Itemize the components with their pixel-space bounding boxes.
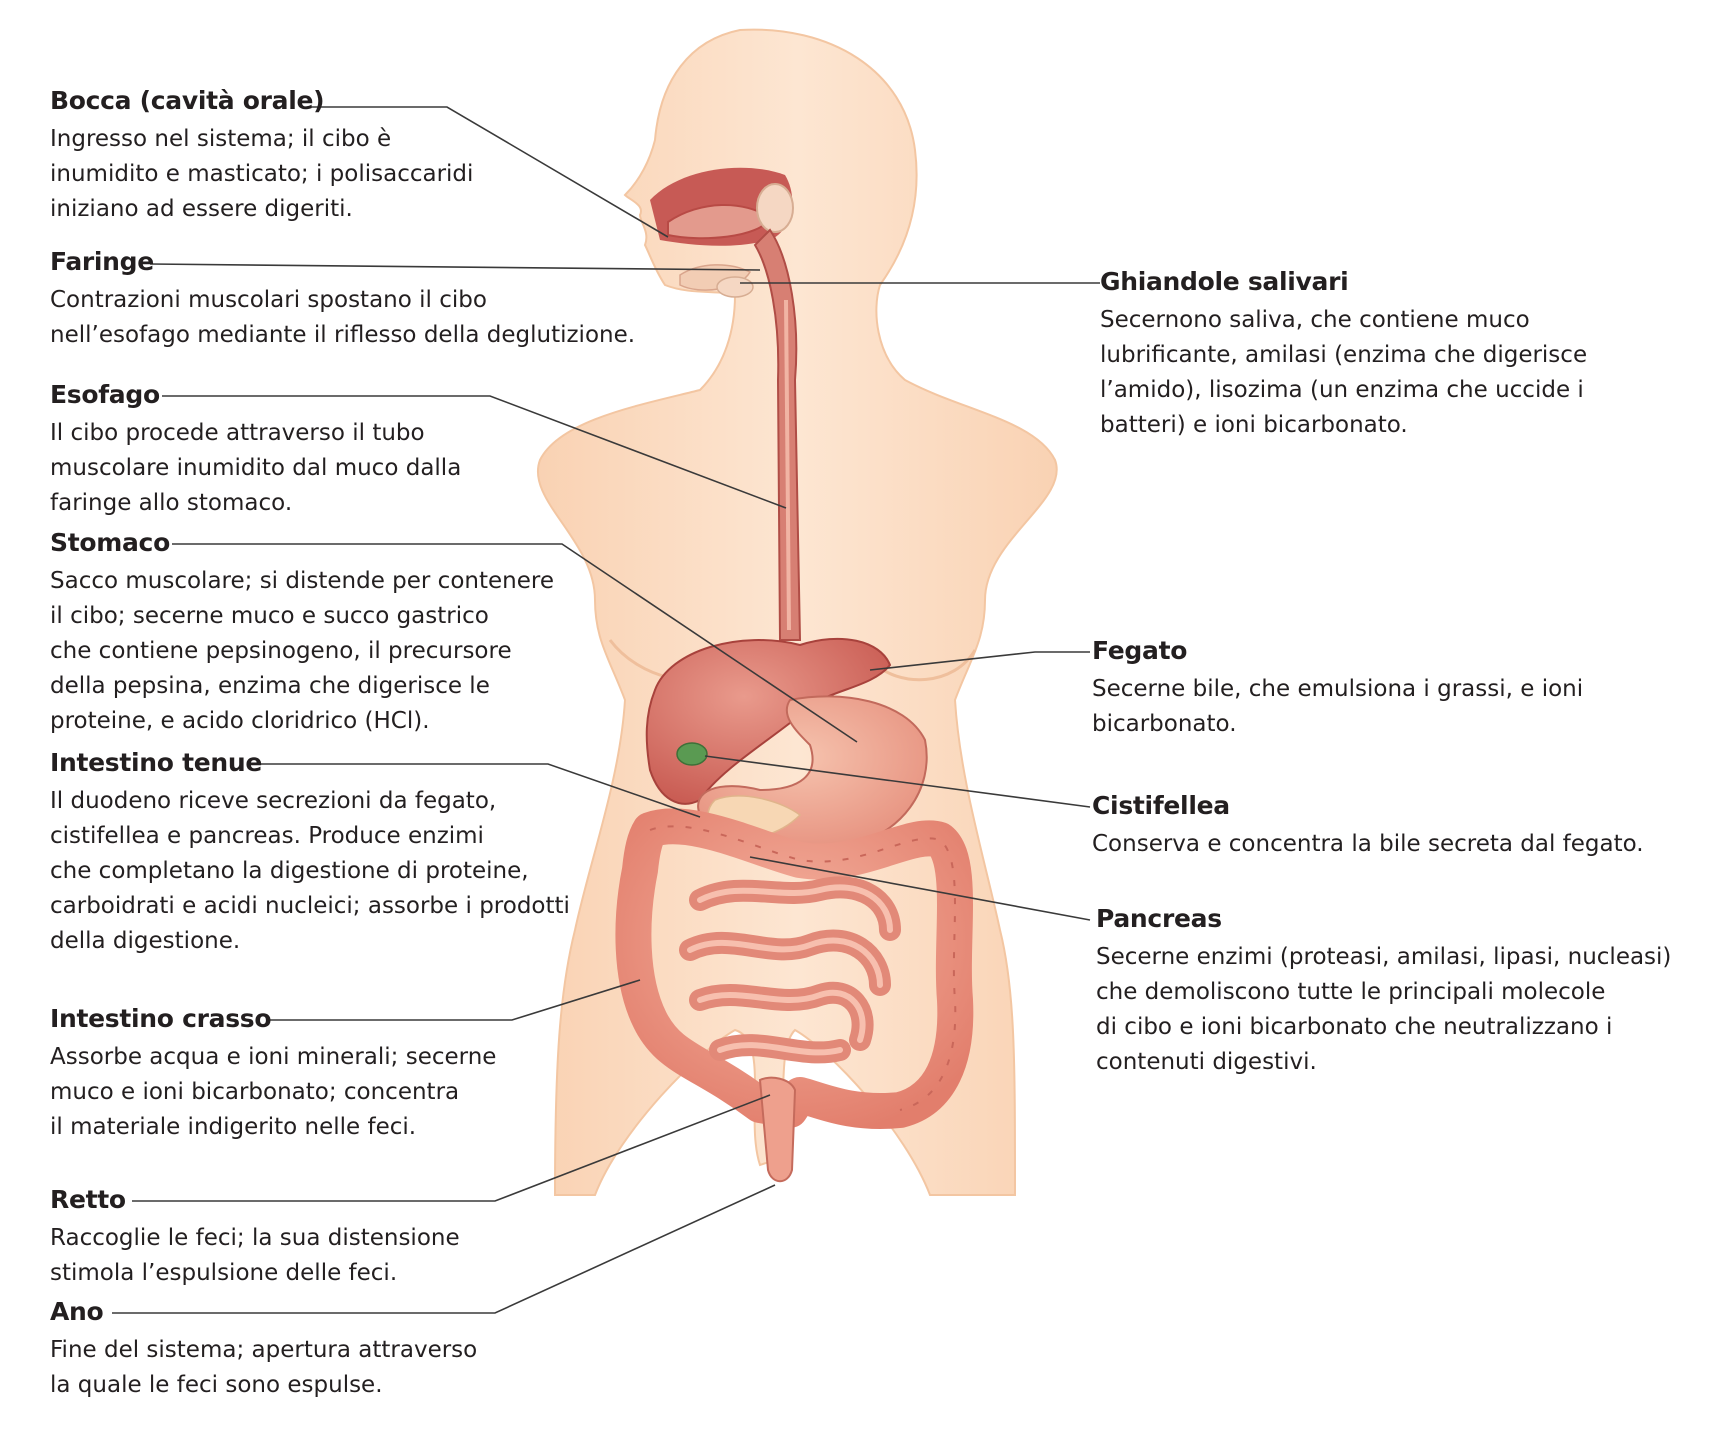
label-pancreas: Pancreas Secerne enzimi (proteasi, amila… bbox=[1096, 904, 1671, 1080]
oral-cavity bbox=[650, 167, 794, 298]
label-title: Intestino crasso bbox=[50, 1004, 272, 1033]
label-title: Fegato bbox=[1092, 636, 1188, 665]
leader-lines bbox=[112, 106, 1100, 1314]
label-title: Intestino tenue bbox=[50, 748, 263, 777]
rectum bbox=[758, 1076, 797, 1183]
label-title: Retto bbox=[50, 1185, 126, 1214]
leader-line-ano bbox=[112, 1184, 776, 1314]
label-title: Stomaco bbox=[50, 528, 170, 557]
label-description: Il cibo procede attraverso il tubo musco… bbox=[50, 420, 462, 516]
label-title: Pancreas bbox=[1096, 904, 1222, 933]
label-intestino-tenue: Intestino tenue Il duodeno riceve secrez… bbox=[50, 748, 570, 959]
label-description: Conserva e concentra la bile secreta dal… bbox=[1092, 831, 1644, 857]
label-description: Raccoglie le feci; la sua distensione st… bbox=[50, 1225, 460, 1286]
leader-line-stomaco bbox=[172, 543, 858, 743]
label-description: Sacco muscolare; si distende per contene… bbox=[50, 568, 554, 734]
label-bocca: Bocca (cavità orale) Ingresso nel sistem… bbox=[50, 86, 473, 227]
label-description: Secerne bile, che emulsiona i grassi, e … bbox=[1092, 676, 1584, 737]
label-ghiandole-salivari: Ghiandole salivari Secernono saliva, che… bbox=[1100, 267, 1587, 443]
leader-line-pancreas bbox=[749, 856, 1091, 921]
label-description: Contrazioni muscolari spostano il cibo n… bbox=[50, 287, 636, 348]
leader-line-intestino-tenue bbox=[257, 763, 701, 818]
label-title: Ano bbox=[50, 1297, 104, 1326]
label-title: Cistifellea bbox=[1092, 791, 1230, 820]
leader-line-intestino-crasso bbox=[267, 979, 641, 1021]
label-description: Il duodeno riceve secrezioni da fegato, … bbox=[50, 788, 570, 954]
esophagus bbox=[753, 228, 802, 641]
label-intestino-crasso: Intestino crasso Assorbe acqua e ioni mi… bbox=[50, 1004, 496, 1145]
label-title: Esofago bbox=[50, 380, 160, 409]
label-retto: Retto Raccoglie le feci; la sua distensi… bbox=[50, 1185, 460, 1291]
leader-line-faringe bbox=[149, 263, 761, 271]
label-description: Secerne enzimi (proteasi, amilasi, lipas… bbox=[1096, 944, 1672, 1075]
label-cistifellea: Cistifellea Conserva e concentra la bile… bbox=[1092, 791, 1644, 862]
gallbladder bbox=[676, 742, 708, 766]
label-ano: Ano Fine del sistema; apertura attravers… bbox=[50, 1297, 477, 1403]
leader-line-esofago bbox=[162, 395, 787, 509]
label-description: Fine del sistema; apertura attraverso la… bbox=[50, 1337, 478, 1398]
label-description: Assorbe acqua e ioni minerali; secerne m… bbox=[50, 1044, 497, 1140]
label-esofago: Esofago Il cibo procede attraverso il tu… bbox=[50, 380, 461, 521]
parotid-gland bbox=[756, 183, 794, 233]
leader-line-retto bbox=[132, 1094, 771, 1202]
leader-line-bocca bbox=[308, 106, 669, 238]
label-fegato: Fegato Secerne bile, che emulsiona i gra… bbox=[1092, 636, 1583, 742]
label-title: Bocca (cavità orale) bbox=[50, 86, 325, 115]
label-description: Ingresso nel sistema; il cibo è inumidit… bbox=[50, 126, 474, 222]
label-title: Faringe bbox=[50, 247, 154, 276]
label-faringe: Faringe Contrazioni muscolari spostano i… bbox=[50, 247, 635, 353]
leader-line-cistifellea bbox=[704, 755, 1091, 808]
label-stomaco: Stomaco Sacco muscolare; si distende per… bbox=[50, 528, 554, 739]
label-description: Secernono saliva, che contiene muco lubr… bbox=[1100, 307, 1588, 438]
leader-line-fegato bbox=[869, 651, 1090, 671]
label-title: Ghiandole salivari bbox=[1100, 267, 1349, 296]
